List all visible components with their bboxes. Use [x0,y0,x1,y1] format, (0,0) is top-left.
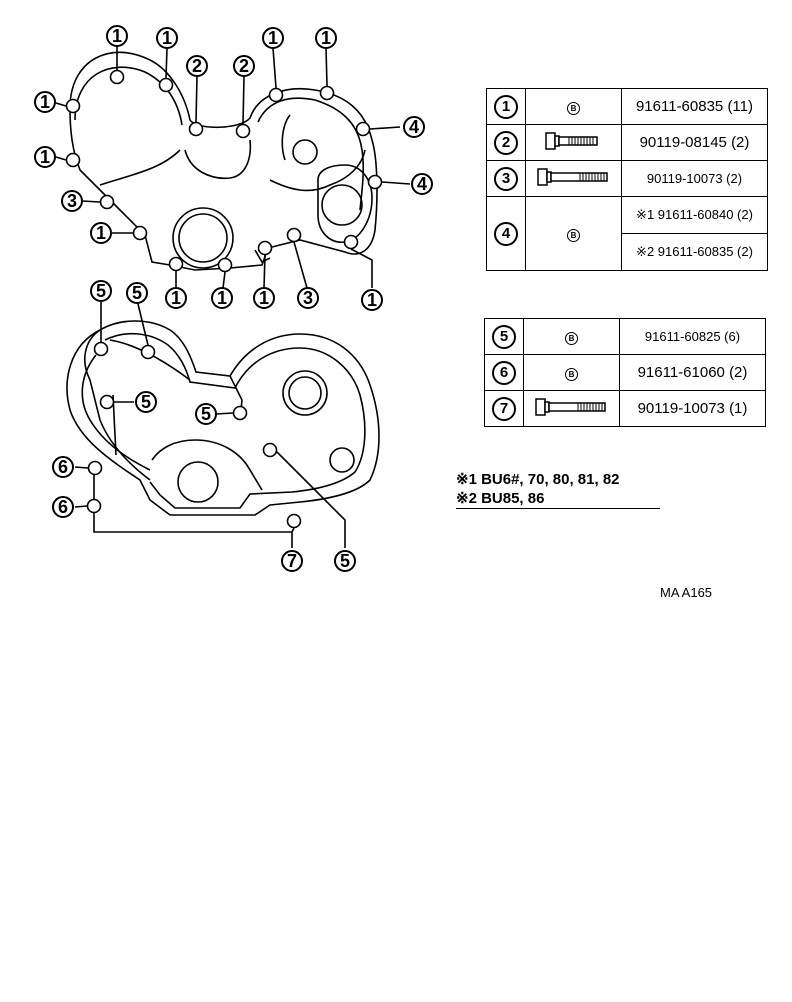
ref-number: 2 [494,130,518,155]
svg-text:1: 1 [40,92,50,112]
callout-marker: 1 [211,287,233,309]
b-mark-icon: B [567,229,580,242]
callout-marker: 3 [61,190,83,212]
callout-marker: 1 [90,222,112,244]
b-mark-icon: B [567,102,580,115]
parts-table-lower: 5 B 91611-60825 (6) 6 B 91611-61060 (2) … [484,318,766,427]
diagram-code: MA A165 [660,585,713,600]
callout-marker: 1 [315,27,337,49]
ref-number: 5 [492,324,516,349]
svg-text:1: 1 [217,288,227,308]
svg-text:5: 5 [96,281,106,301]
parts-table-upper: 1 B 91611-60835 (11) 2 90119-08145 (2) 3… [486,88,768,271]
callout-marker: 5 [126,282,148,304]
callout-marker: 1 [253,287,275,309]
svg-text:1: 1 [96,223,106,243]
table-row: 6 B 91611-61060 (2) [484,354,766,391]
callout-marker: 1 [156,27,178,49]
part-number: 91611-60835 (11) [621,88,768,125]
long-bolt-icon [534,397,606,416]
upper-callout-group: 1 1 1 1 2 2 1 1 4 4 3 1 1 1 1 3 1 [34,25,433,311]
callout-marker: 5 [334,550,356,572]
callout-marker: 4 [411,173,433,195]
svg-text:3: 3 [67,191,77,211]
ref-number: 7 [492,396,516,421]
callout-marker: 4 [403,116,425,138]
svg-text:2: 2 [192,56,202,76]
svg-text:3: 3 [303,288,313,308]
svg-text:6: 6 [58,457,68,477]
svg-text:1: 1 [171,288,181,308]
part-number: 91611-61060 (2) [619,354,766,391]
table-row: 7 90119-10073 (1) [484,390,766,427]
svg-text:5: 5 [340,551,350,571]
svg-text:6: 6 [58,497,68,517]
svg-text:1: 1 [40,147,50,167]
lower-cover-outline [66,320,380,516]
lower-callout-group: 5 5 5 5 6 6 7 5 [52,280,356,572]
table-row: 3 90119-10073 (2) [486,160,768,197]
callout-marker: 6 [52,496,74,518]
part-number-variant: ※1 91611-60840 (2) [636,207,753,222]
ref-number: 3 [494,166,518,191]
part-number: 90119-10073 (1) [619,390,766,427]
ref-number: 6 [492,360,516,385]
svg-text:1: 1 [112,26,122,46]
svg-text:4: 4 [417,174,427,194]
svg-text:4: 4 [409,117,419,137]
svg-text:1: 1 [321,28,331,48]
callout-marker: 1 [106,25,128,47]
callout-marker: 1 [262,27,284,49]
ref-number: 1 [494,94,518,119]
ref-number: 4 [494,221,518,246]
table-row: 5 B 91611-60825 (6) [484,318,766,355]
callout-marker: 1 [165,287,187,309]
callout-marker: 6 [52,456,74,478]
callout-marker: 3 [297,287,319,309]
table-row: 1 B 91611-60835 (11) [486,88,768,125]
svg-text:1: 1 [259,288,269,308]
model-notes: ※1 BU6#, 70, 80, 81, 82 ※2 BU85, 86 [456,470,660,509]
part-number: 91611-60825 (6) [619,318,766,355]
short-bolt-icon [544,131,598,150]
callout-marker: 1 [34,91,56,113]
callout-marker: 5 [195,403,217,425]
svg-text:5: 5 [132,283,142,303]
note-line: ※2 BU85, 86 [456,490,545,507]
svg-text:1: 1 [268,28,278,48]
svg-text:1: 1 [367,290,377,310]
svg-text:2: 2 [239,56,249,76]
callout-marker: 2 [233,55,255,77]
table-row: 4 B ※1 91611-60840 (2) ※2 91611-60835 (2… [486,196,768,271]
part-number-variant: ※2 91611-60835 (2) [622,233,767,270]
callout-marker: 1 [361,289,383,311]
callout-marker: 5 [135,391,157,413]
callout-marker: 2 [186,55,208,77]
table-row: 2 90119-08145 (2) [486,124,768,161]
part-number: 90119-10073 (2) [621,160,768,197]
long-bolt-icon [536,167,608,186]
callout-marker: 5 [90,280,112,302]
part-number: 90119-08145 (2) [621,124,768,161]
note-line: ※1 BU6#, 70, 80, 81, 82 [456,471,620,488]
svg-text:7: 7 [287,551,297,571]
upper-cover-outline [69,51,378,271]
svg-text:5: 5 [141,392,151,412]
b-mark-icon: B [565,368,578,381]
svg-text:5: 5 [201,404,211,424]
svg-text:1: 1 [162,28,172,48]
b-mark-icon: B [565,332,578,345]
callout-marker: 7 [281,550,303,572]
callout-marker: 1 [34,146,56,168]
